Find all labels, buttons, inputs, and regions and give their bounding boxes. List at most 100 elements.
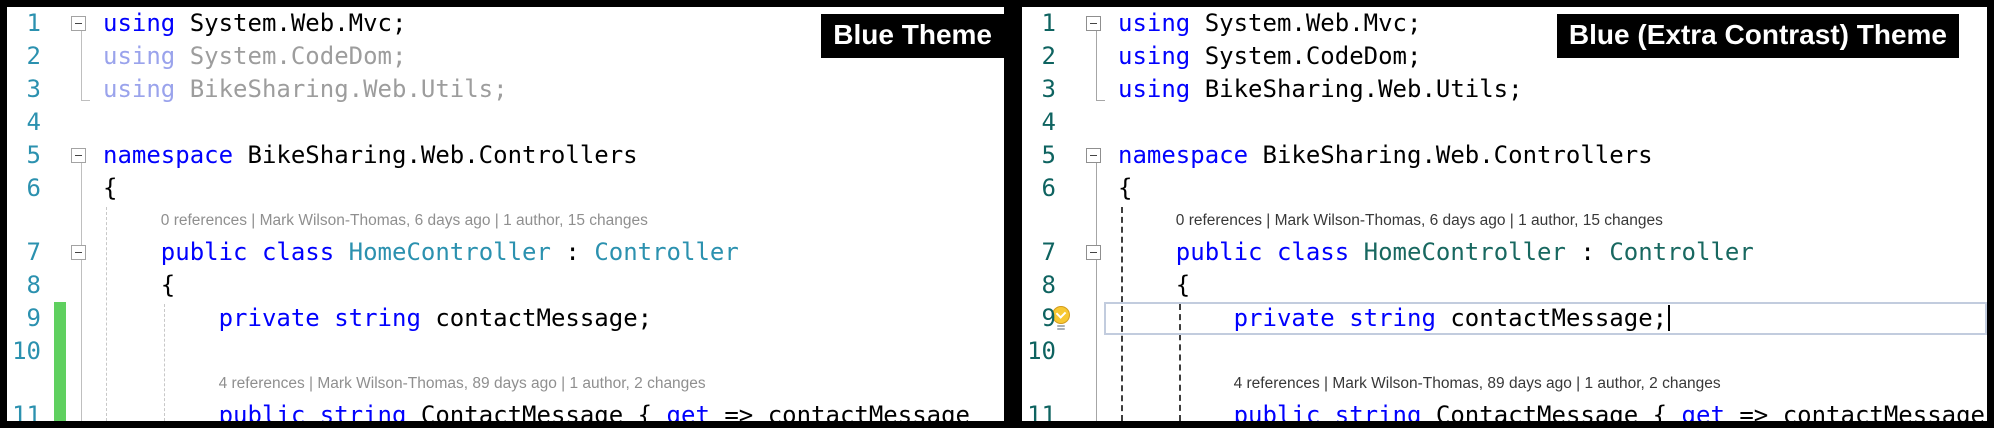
code-token: {	[160, 271, 176, 299]
change-margin	[53, 269, 69, 302]
line-number: 10	[1027, 337, 1056, 365]
line-number	[7, 368, 53, 399]
code-token: class	[261, 238, 335, 266]
change-margin	[53, 139, 69, 172]
code-token: string	[319, 401, 407, 421]
code-text[interactable]: {	[1110, 269, 1987, 302]
code-token: {	[103, 174, 118, 202]
code-text[interactable]: public class HomeController : Controller	[95, 236, 1004, 269]
code-text[interactable]: {	[95, 172, 1004, 205]
change-margin	[1068, 205, 1084, 236]
code-text[interactable]: {	[1110, 172, 1987, 205]
fold-collapse-box[interactable]	[1086, 148, 1101, 163]
outlining-margin	[69, 73, 95, 106]
code-text[interactable]: using BikeSharing.Web.Utils;	[95, 73, 1004, 106]
code-line-11: 11 public string ContactMessage { get =>…	[7, 399, 1004, 421]
change-margin	[53, 73, 69, 106]
codelens-info[interactable]: 0 references | Mark Wilson-Thomas, 6 day…	[160, 212, 648, 229]
code-text[interactable]: using BikeSharing.Web.Utils;	[1110, 73, 1987, 106]
indent-guide-0	[106, 207, 107, 421]
bulb-base	[1057, 325, 1065, 327]
outlining-margin	[1084, 40, 1110, 73]
code-text[interactable]	[1110, 335, 1987, 368]
change-margin	[1068, 302, 1084, 335]
code-token: string	[1334, 401, 1422, 421]
code-token: using	[1118, 42, 1191, 70]
line-number: 7	[26, 238, 41, 266]
code-text[interactable]	[95, 106, 1004, 139]
code-text[interactable]: private string contactMessage;	[1110, 302, 1987, 335]
code-text[interactable]: namespace BikeSharing.Web.Controllers	[95, 139, 1004, 172]
line-number	[7, 205, 53, 236]
code-line-6: 6{	[7, 172, 1004, 205]
code-text[interactable]	[95, 335, 1004, 368]
line-number: 9	[26, 304, 41, 332]
codelens-info[interactable]: 4 references | Mark Wilson-Thomas, 89 da…	[218, 375, 706, 392]
code-token	[248, 238, 262, 266]
code-token: contactMessage;	[1435, 304, 1668, 332]
theme-label-blue: Blue Theme	[821, 14, 1004, 58]
codelens-info[interactable]: 4 references | Mark Wilson-Thomas, 89 da…	[1233, 375, 1721, 392]
code-text[interactable]: using System.CodeDom;	[1110, 40, 1987, 73]
code-token: BikeSharing.Web.Controllers	[1248, 141, 1653, 169]
change-margin	[53, 172, 69, 205]
lightbulb-icon[interactable]	[1052, 306, 1070, 332]
fold-collapse-box[interactable]	[1086, 16, 1101, 31]
code-token: {	[1175, 271, 1191, 299]
fold-collapse-box[interactable]	[1086, 245, 1101, 260]
change-margin	[53, 205, 69, 236]
outlining-margin	[69, 269, 95, 302]
line-number: 7	[1041, 238, 1056, 266]
code-token: BikeSharing.Web.Utils;	[1190, 75, 1523, 103]
code-token	[334, 238, 348, 266]
change-margin	[1068, 172, 1084, 205]
line-number	[1022, 205, 1068, 236]
change-margin	[53, 106, 69, 139]
change-margin	[1068, 139, 1084, 172]
code-token: get	[1681, 401, 1725, 421]
codelens-row: 4 references | Mark Wilson-Thomas, 89 da…	[1022, 368, 1987, 399]
code-text[interactable]: public class HomeController : Controller	[1110, 236, 1987, 269]
change-margin	[1068, 368, 1084, 399]
fold-collapse-box[interactable]	[71, 148, 86, 163]
change-margin	[1068, 73, 1084, 106]
change-margin	[53, 399, 69, 421]
code-token	[1349, 238, 1363, 266]
codelens-row: 0 references | Mark Wilson-Thomas, 6 day…	[1022, 205, 1987, 236]
code-token: Controller	[1609, 238, 1754, 266]
code-token: namespace	[103, 141, 234, 169]
code-token: ContactMessage {	[406, 401, 667, 421]
change-margin	[1068, 399, 1084, 421]
code-text[interactable]: public string ContactMessage { get => co…	[95, 399, 1004, 421]
fold-collapse-box[interactable]	[71, 245, 86, 260]
code-text[interactable]: private string contactMessage;	[95, 302, 1004, 335]
code-text[interactable]: {	[95, 269, 1004, 302]
code-text[interactable]: public string ContactMessage { get => co…	[1110, 399, 1987, 421]
code-text[interactable]: using System.Web.Mvc;	[1110, 7, 1987, 40]
code-text[interactable]: namespace BikeSharing.Web.Controllers	[1110, 139, 1987, 172]
code-text[interactable]: using System.Web.Mvc;	[95, 7, 1004, 40]
line-number: 6	[26, 174, 41, 202]
code-text[interactable]	[1110, 106, 1987, 139]
code-token: using	[1118, 75, 1191, 103]
change-margin	[1068, 269, 1084, 302]
code-line-9: 9 private string contactMessage;	[7, 302, 1004, 335]
outlining-margin	[69, 399, 95, 421]
outlining-margin	[1084, 172, 1110, 205]
code-text[interactable]: using System.CodeDom;	[95, 40, 1004, 73]
outlining-margin	[69, 7, 95, 40]
line-number: 4	[26, 108, 41, 136]
line-number: 5	[1041, 141, 1056, 169]
outlining-margin	[1084, 399, 1110, 421]
codelens-info[interactable]: 0 references | Mark Wilson-Thomas, 6 day…	[1175, 212, 1663, 229]
fold-structure-line-1	[1096, 163, 1105, 421]
outlining-margin	[69, 139, 95, 172]
code-token: HomeController	[348, 238, 551, 266]
fold-collapse-box[interactable]	[71, 16, 86, 31]
line-number: 4	[1041, 108, 1056, 136]
